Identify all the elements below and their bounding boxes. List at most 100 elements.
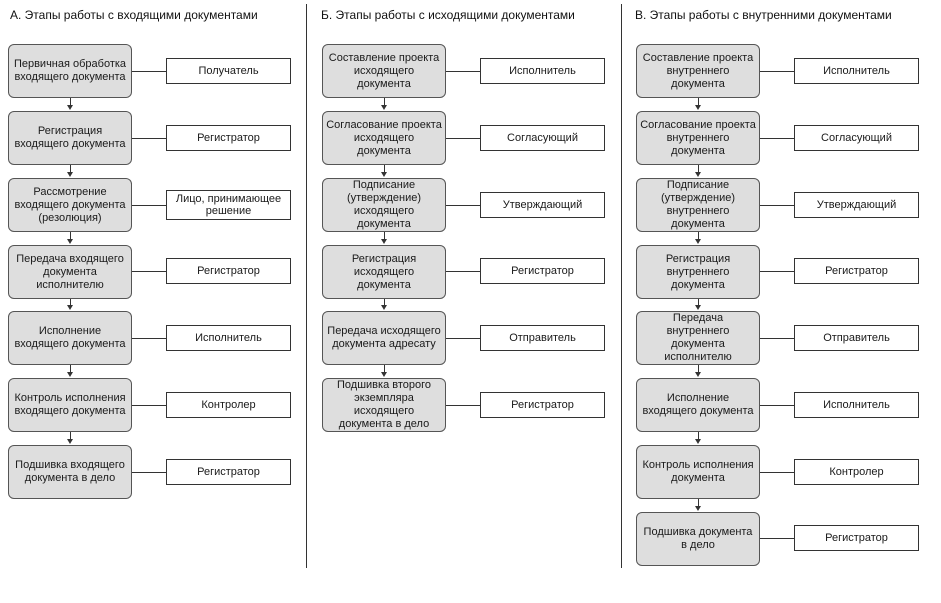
role-label: Исполнитель <box>195 332 262 344</box>
flow-step-label: Передача исходящего документа адресату <box>327 325 441 350</box>
role-label: Контролер <box>201 399 256 411</box>
connector-line <box>446 338 480 339</box>
connector-line <box>70 98 71 106</box>
flow-step: Исполнение входящего документа <box>8 311 132 365</box>
role-box: Утверждающий <box>480 192 605 218</box>
connector-line <box>760 138 794 139</box>
flow-step-label: Согласование проекта исходящего документ… <box>326 118 442 157</box>
flow-step-label: Регистрация внутреннего документа <box>665 252 731 291</box>
arrow-down-icon <box>67 372 73 377</box>
connector-line <box>70 432 71 440</box>
arrow-down-icon <box>67 305 73 310</box>
arrow-down-icon <box>67 239 73 244</box>
connector-line <box>70 232 71 240</box>
connector-line <box>760 271 794 272</box>
connector-line <box>70 365 71 373</box>
role-box: Согласующий <box>794 125 919 151</box>
flow-step: Регистрация входящего документа <box>8 111 132 165</box>
connector-line <box>698 98 699 106</box>
connector-line <box>384 299 385 306</box>
role-box: Регистратор <box>166 125 291 151</box>
column-title-outgoing: Б. Этапы работы с исходящими документами <box>321 8 575 22</box>
arrow-down-icon <box>381 239 387 244</box>
connector-line <box>132 205 166 206</box>
role-label: Согласующий <box>507 132 578 144</box>
role-box: Отправитель <box>794 325 919 351</box>
flow-step-label: Исполнение входящего документа <box>642 392 754 417</box>
role-label: Исполнитель <box>823 65 890 77</box>
role-label: Утверждающий <box>502 199 583 211</box>
role-box: Исполнитель <box>166 325 291 351</box>
column-title-incoming: А. Этапы работы с входящими документами <box>10 8 258 22</box>
role-box: Регистратор <box>480 258 605 284</box>
flow-step-label: Передача внутреннего документа исполните… <box>664 312 732 363</box>
arrow-down-icon <box>381 372 387 377</box>
role-box: Регистратор <box>166 258 291 284</box>
flow-step: Согласование проекта внутреннего докумен… <box>636 111 760 165</box>
flow-step-label: Регистрация исходящего документа <box>351 252 417 291</box>
flow-step-label: Регистрация входящего документа <box>14 125 126 150</box>
arrow-down-icon <box>695 506 701 511</box>
connector-line <box>446 138 480 139</box>
flow-step-label: Подписание (утверждение) исходящего доку… <box>346 179 422 230</box>
role-label: Отправитель <box>509 332 576 344</box>
flow-step: Подшивка второго экземпляра исходящего д… <box>322 378 446 432</box>
role-box: Исполнитель <box>480 58 605 84</box>
flow-step-label: Подшивка документа в дело <box>643 526 753 551</box>
connector-line <box>132 271 166 272</box>
flow-step: Контроль исполнения входящего документа <box>8 378 132 432</box>
connector-line <box>132 71 166 72</box>
role-box: Регистратор <box>794 525 919 551</box>
flow-step-label: Контроль исполнения входящего документа <box>14 392 126 417</box>
connector-line <box>698 165 699 173</box>
flow-step: Рассмотрение входящего документа (резолю… <box>8 178 132 232</box>
role-label: Регистратор <box>511 265 574 277</box>
flow-step: Составление проекта внутреннего документ… <box>636 44 760 98</box>
role-label: Регистратор <box>825 532 888 544</box>
connector-line <box>446 405 480 406</box>
role-box: Утверждающий <box>794 192 919 218</box>
arrow-down-icon <box>67 439 73 444</box>
flow-step: Подшивка входящего документа в дело <box>8 445 132 499</box>
flow-step-label: Контроль исполнения документа <box>642 459 754 484</box>
role-box: Лицо, принимающее решение <box>166 190 291 220</box>
role-label: Согласующий <box>821 132 892 144</box>
connector-line <box>760 338 794 339</box>
flow-step-label: Подшивка входящего документа в дело <box>15 459 125 484</box>
flow-step: Подписание (утверждение) внутреннего док… <box>636 178 760 232</box>
flow-step-label: Подшивка второго экземпляра исходящего д… <box>337 379 431 430</box>
arrow-down-icon <box>67 105 73 110</box>
flow-step-label: Подписание (утверждение) внутреннего док… <box>660 179 736 230</box>
connector-line <box>760 205 794 206</box>
flow-step: Первичная обработка входящего документа <box>8 44 132 98</box>
connector-line <box>446 271 480 272</box>
connector-line <box>132 405 166 406</box>
flow-step-label: Составление проекта внутреннего документ… <box>642 51 754 90</box>
connector-line <box>446 71 480 72</box>
arrow-down-icon <box>695 105 701 110</box>
role-label: Отправитель <box>823 332 890 344</box>
arrow-down-icon <box>695 172 701 177</box>
connector-line <box>760 472 794 473</box>
arrow-down-icon <box>381 172 387 177</box>
column-title-internal: В. Этапы работы с внутренними документам… <box>635 8 892 22</box>
connector-line <box>760 538 794 539</box>
role-box: Согласующий <box>480 125 605 151</box>
role-label: Регистратор <box>197 132 260 144</box>
role-box: Исполнитель <box>794 392 919 418</box>
role-box: Регистратор <box>794 258 919 284</box>
role-label: Регистратор <box>197 265 260 277</box>
arrow-down-icon <box>67 172 73 177</box>
role-label: Исполнитель <box>509 65 576 77</box>
arrow-down-icon <box>695 439 701 444</box>
flow-step: Передача внутреннего документа исполните… <box>636 311 760 365</box>
role-label: Исполнитель <box>823 399 890 411</box>
connector-line <box>698 299 699 306</box>
connector-line <box>384 165 385 173</box>
flow-step: Исполнение входящего документа <box>636 378 760 432</box>
connector-line <box>760 405 794 406</box>
column-separator <box>306 4 307 568</box>
role-box: Регистратор <box>480 392 605 418</box>
connector-line <box>698 365 699 373</box>
flow-step-label: Передача входящего документа исполнителю <box>16 252 124 291</box>
